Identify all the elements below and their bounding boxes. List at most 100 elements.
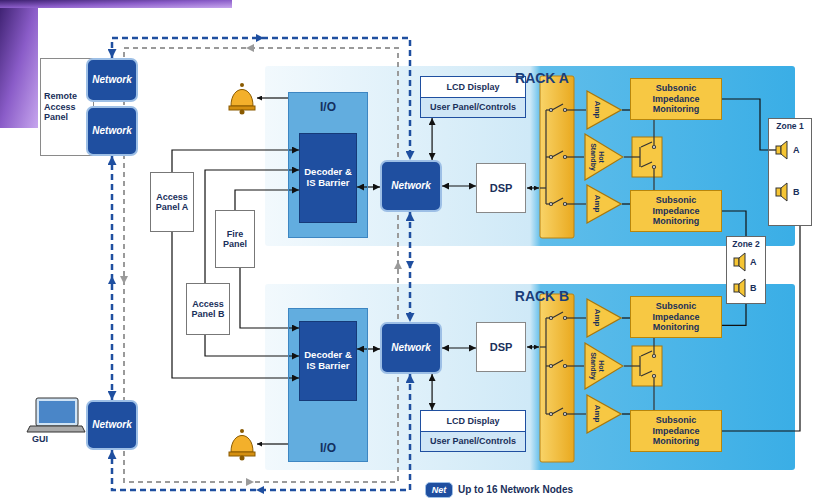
switch-wire	[624, 365, 640, 366]
lcd-display-box: LCD DisplayUser Panel/Controls	[420, 76, 526, 118]
switch-lever	[552, 408, 563, 414]
node-text: LCD Display	[421, 77, 525, 97]
dsp-box: DSP	[476, 163, 526, 213]
switch-contact	[653, 146, 656, 149]
text-label: A	[750, 257, 757, 267]
signal-wire	[357, 186, 380, 187]
triangle-outline	[586, 90, 622, 130]
speaker-icon	[781, 141, 787, 159]
io-box: I/O Decoder & IS Barrier	[288, 308, 368, 462]
switch-wire	[566, 109, 586, 110]
amplifier-shape	[587, 395, 621, 433]
speaker-icon	[776, 146, 781, 154]
node-text: Amp	[593, 309, 602, 327]
signal-wire	[722, 211, 746, 236]
switch-wire	[624, 156, 640, 157]
alarm-bell-knob	[240, 83, 244, 87]
switch-symbols	[540, 312, 586, 416]
node-text: Access Panel A	[153, 192, 191, 213]
triangle-outline	[586, 298, 622, 338]
decoder-box: Decoder & IS Barrier	[299, 133, 357, 223]
label-slot: GUI	[32, 434, 48, 444]
signal-wire	[442, 185, 476, 186]
loop-arrow	[246, 44, 254, 52]
node-text: Network	[92, 74, 131, 86]
node-text: Access Panel B	[189, 299, 227, 320]
node-text: I/O	[320, 101, 336, 115]
node-text: I/O	[320, 442, 336, 456]
loop-arrow	[246, 478, 254, 486]
speaker-icon	[781, 183, 787, 201]
legend-row: Up to 16 Network Nodes	[425, 482, 573, 498]
monitoring-box: Subsonic Impedance Monitoring	[630, 78, 722, 120]
photo-strip	[0, 0, 232, 8]
standby-switches	[624, 338, 656, 410]
zone-box: Zone 1	[768, 118, 812, 226]
switch-lever	[552, 198, 563, 204]
alarm-bell-clapper	[240, 456, 245, 461]
network-node: Network	[86, 58, 138, 102]
amplifier-shape	[585, 134, 623, 180]
signal-wire	[622, 317, 630, 318]
node-text: Zone 2	[732, 240, 759, 250]
triangle-outline	[586, 184, 622, 224]
zone-fill	[768, 118, 812, 226]
node-text: Fire Panel	[218, 229, 252, 250]
node-text: Hot Standby	[589, 349, 605, 383]
alarm-bell-knob	[240, 429, 244, 433]
panel-box: Access Panel B	[186, 283, 230, 335]
alarm-wire	[257, 97, 288, 98]
speaker-icon	[734, 284, 739, 292]
signal-wire	[722, 226, 800, 431]
switch-contact	[653, 375, 656, 378]
dsp-box: DSP	[476, 322, 526, 372]
amplifier-shape	[587, 299, 621, 337]
laptop-display	[39, 401, 75, 423]
triangle-outline	[586, 394, 622, 434]
amplifier-shape	[587, 185, 621, 223]
label-slot: B	[750, 283, 757, 293]
speaker-icon	[739, 279, 745, 297]
node-text: Network	[92, 125, 131, 137]
alarm-bell	[231, 436, 253, 453]
loop-arrow	[120, 276, 128, 284]
return-network-loop	[124, 48, 398, 482]
node-text: Amp	[593, 405, 602, 423]
network-node: Network	[380, 322, 442, 374]
alarm-bell-base	[229, 452, 255, 456]
node-text: Zone 1	[776, 122, 803, 132]
switch-lever	[641, 142, 652, 147]
amplifier-triangle: Amp	[586, 298, 622, 338]
signal-wire	[431, 118, 432, 160]
panel-box: Fire Panel	[215, 210, 255, 268]
switch-lever	[552, 104, 563, 110]
signal-wire	[240, 268, 299, 328]
label-slot: A	[750, 257, 757, 267]
dsp-link	[527, 187, 539, 188]
signal-wire	[622, 413, 630, 414]
bus-line	[540, 187, 546, 188]
photo-strip	[0, 0, 38, 128]
text-label: Net	[432, 485, 447, 495]
switch-wire	[566, 413, 586, 414]
node-text: Network	[391, 180, 430, 192]
monitoring-box: Subsonic Impedance Monitoring	[630, 410, 722, 452]
standby-amplifier-triangle: Hot Standby	[584, 133, 624, 181]
signal-wire	[622, 203, 630, 204]
signal-wire	[622, 109, 630, 110]
alarm-bell-clapper	[240, 110, 245, 115]
switch-wire	[653, 378, 654, 410]
panel-box: Access Panel A	[150, 172, 194, 232]
node-text: Subsonic Impedance Monitoring	[633, 83, 719, 114]
switch-lever	[552, 151, 563, 157]
switch-wire	[653, 120, 654, 145]
alarm-wire	[257, 443, 288, 444]
signal-wire	[722, 99, 768, 150]
rack-title: RACK B	[515, 288, 569, 304]
rack-title: RACK A	[515, 70, 569, 86]
decoder-box: Decoder & IS Barrier	[299, 321, 357, 401]
network-node: Network	[380, 160, 442, 212]
laptop-screen	[36, 398, 78, 426]
node-text: Decoder & IS Barrier	[302, 350, 354, 372]
